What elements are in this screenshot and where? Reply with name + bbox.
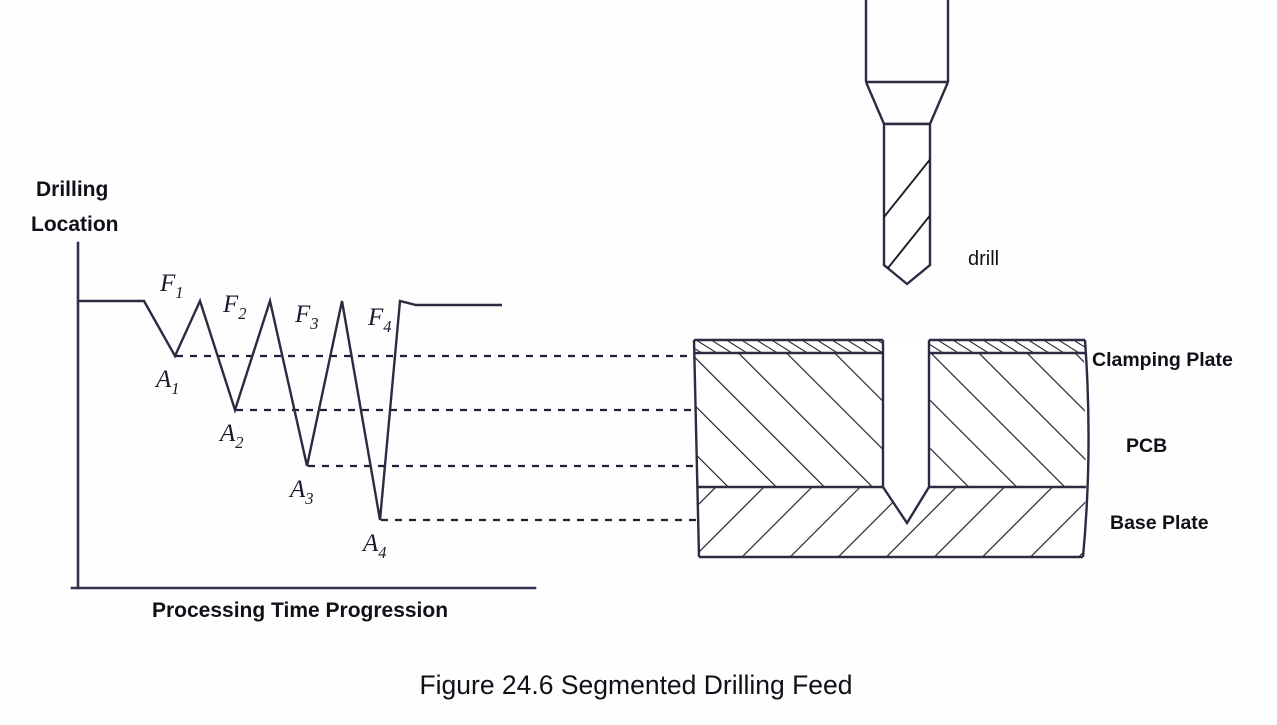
pcb-cross-section	[692, 338, 1090, 559]
depth-labels: A1 A2 A3 A4	[154, 366, 387, 562]
pcb-right-hatching	[929, 353, 1086, 487]
drill-label: drill	[968, 248, 999, 270]
label-A2: A2	[218, 420, 244, 452]
x-axis-title: Processing Time Progression	[152, 599, 448, 622]
chart-axes	[70, 241, 537, 590]
label-F2: F2	[222, 291, 247, 323]
figure-caption: Figure 24.6 Segmented Drilling Feed	[419, 670, 852, 700]
drill-taper-right	[928, 81, 950, 125]
drill-flute-lines	[884, 141, 930, 284]
label-A3: A3	[288, 476, 314, 508]
drilled-hole-cavity	[883, 340, 929, 523]
clamping-plate-right-hatching	[929, 340, 1085, 353]
flute-line-1	[884, 141, 930, 233]
drilling-feed-trace	[78, 296, 502, 521]
y-axis-title-line1: Drilling	[36, 178, 108, 201]
hole-wall-outline	[881, 340, 931, 526]
layer-label-base-plate: Base Plate	[1110, 512, 1209, 534]
stack-left-edge	[692, 339, 701, 558]
clamping-plate-left-hatching	[694, 340, 883, 353]
layer-label-clamping-plate: Clamping Plate	[1092, 349, 1233, 371]
label-F4: F4	[367, 304, 392, 336]
label-A1: A1	[154, 366, 180, 398]
drill-bit	[864, 0, 950, 286]
label-F1: F1	[159, 270, 184, 302]
layer-label-pcb: PCB	[1126, 435, 1167, 457]
flute-line-2	[884, 197, 930, 284]
label-A4: A4	[361, 530, 387, 562]
y-axis-title-line2: Location	[31, 213, 119, 236]
drill-flute-body	[882, 122, 932, 286]
pcb-left-hatching	[695, 353, 883, 487]
stack-right-edge	[1081, 339, 1090, 558]
drill-taper-left	[864, 81, 886, 125]
label-F3: F3	[294, 301, 319, 333]
